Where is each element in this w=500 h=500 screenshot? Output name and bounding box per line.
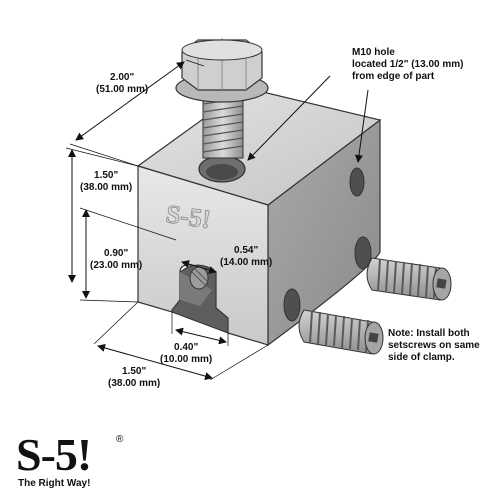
side-hole-middle xyxy=(354,236,372,270)
side-hole-upper xyxy=(349,167,365,197)
install-note-line-3: side of clamp. xyxy=(388,352,455,363)
dim-height-mm: (38.00 mm) xyxy=(80,182,133,193)
dim-width: 2.00" (51.00 mm) xyxy=(96,72,148,96)
dim-depth-mm: (38.00 mm) xyxy=(108,378,161,389)
install-note: Note: Install both setscrews on same sid… xyxy=(388,328,480,364)
dim-slot-height-mm: (23.00 mm) xyxy=(90,260,143,271)
brand-logo: S-5! xyxy=(16,429,92,480)
install-note-line-1: Note: Install both xyxy=(388,328,470,339)
dim-width-mm: (51.00 mm) xyxy=(96,84,149,95)
dim-slot-depth: 0.40" (10.00 mm) xyxy=(160,342,212,366)
hole-note: M10 hole located 1/2" (13.00 mm) from ed… xyxy=(352,47,463,83)
install-note-line-2: setscrews on same xyxy=(388,340,480,351)
dim-slot-depth-mm: (10.00 mm) xyxy=(160,354,213,365)
hole-note-line-2: located 1/2" (13.00 mm) xyxy=(352,59,464,70)
bolt-shank xyxy=(202,97,244,159)
dimension-lines xyxy=(65,59,369,381)
registered-mark: ® xyxy=(116,434,124,445)
side-hole-lower xyxy=(283,288,301,322)
setscrew-upper xyxy=(366,257,452,301)
dim-height: 1.50" (38.00 mm) xyxy=(80,170,132,194)
dim-slot-height-inches: 0.90" xyxy=(104,248,129,259)
dim-slot-height: 0.90" (23.00 mm) xyxy=(90,248,142,272)
dim-width-inches: 2.00" xyxy=(110,72,135,83)
dim-height-inches: 1.50" xyxy=(94,170,119,181)
dim-slot-width-mm: (14.00 mm) xyxy=(220,257,273,268)
dim-slot-width: 0.54" (14.00 mm) xyxy=(220,245,272,269)
dim-depth-inches: 1.50" xyxy=(122,366,147,377)
hole-note-line-1: M10 hole xyxy=(352,47,395,58)
dim-depth: 1.50" (38.00 mm) xyxy=(108,366,160,390)
embossed-logo: S-5! xyxy=(164,199,212,234)
dim-slot-width-inches: 0.54" xyxy=(234,245,259,256)
flange-bolt xyxy=(175,38,269,159)
dim-slot-depth-inches: 0.40" xyxy=(174,342,199,353)
hole-note-line-3: from edge of part xyxy=(352,71,435,82)
brand-tagline: The Right Way! xyxy=(18,478,91,489)
setscrew-lower xyxy=(298,309,384,355)
